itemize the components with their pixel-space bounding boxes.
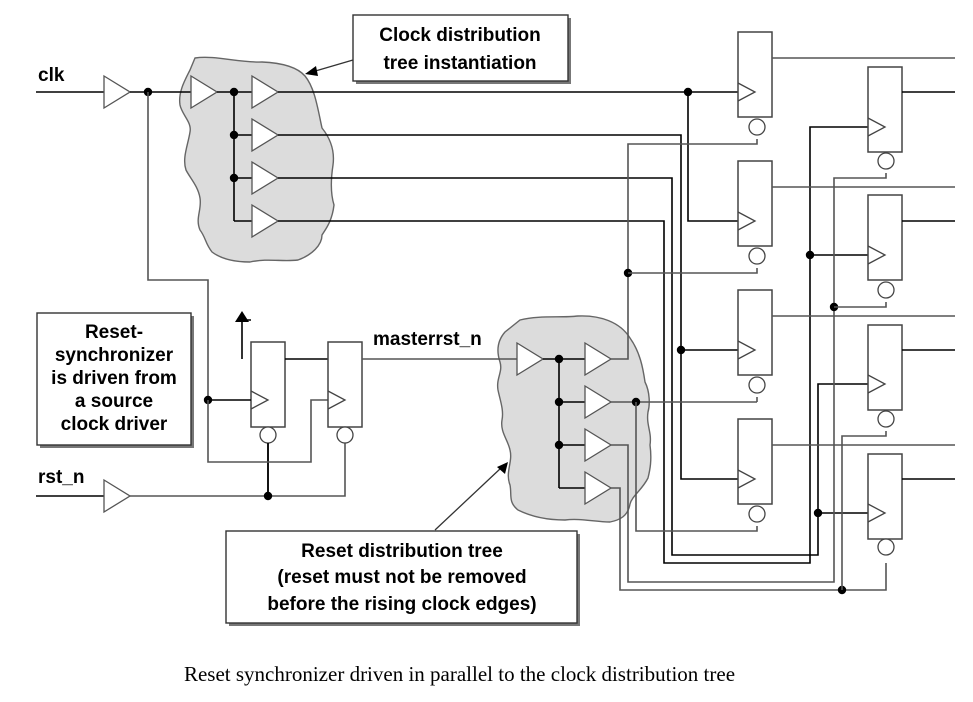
reset-bubble-icon <box>748 505 766 523</box>
reset-bubble-icon <box>336 426 354 444</box>
masterrst-n-label: masterrst_n <box>373 329 482 350</box>
clock-input-icon <box>737 211 757 231</box>
clock-net-2 <box>278 134 738 351</box>
reset-leaf-buffer <box>584 341 613 377</box>
clock-input-icon <box>737 82 757 102</box>
callout-line: Clock distribution <box>379 25 541 46</box>
clock-leaf-buffer <box>251 74 280 110</box>
tie-high-wire <box>241 319 251 359</box>
clk-label: clk <box>38 65 65 86</box>
reset-bubble-icon <box>748 247 766 265</box>
clock-root-buffer <box>190 74 219 110</box>
clock-net-1-branch <box>687 92 738 222</box>
clock-input-icon <box>867 245 887 265</box>
reset-leaf-buffer <box>584 384 613 420</box>
reset-bubble-icon <box>877 538 895 556</box>
clk-to-sync-wire <box>147 92 209 400</box>
rst-n-input-buffer <box>103 478 132 514</box>
callout-line: before the rising clock edges) <box>267 594 536 615</box>
clock-tree-junction <box>229 87 239 97</box>
callout-line: Reset distribution tree <box>301 541 503 562</box>
reset-net-2-branch <box>635 402 758 532</box>
flip-flop <box>737 418 773 505</box>
reset-root-buffer <box>516 341 545 377</box>
clock-tree-cloud <box>178 56 335 263</box>
reset-net-3-branch <box>834 302 887 308</box>
reset-net-1 <box>611 139 758 360</box>
reset-bubble-icon <box>877 281 895 299</box>
reset-bubble-icon <box>748 118 766 136</box>
callout-pointer <box>434 467 502 531</box>
reset-bubble-icon <box>877 410 895 428</box>
flip-flop <box>737 289 773 376</box>
callout-line: a source <box>75 391 153 412</box>
callout-line: synchronizer <box>55 345 174 366</box>
clock-net-2-branch <box>680 350 738 480</box>
tie-high-arrow-icon <box>235 311 249 322</box>
arrow-icon <box>497 462 508 474</box>
flop-column-right <box>867 66 955 556</box>
reset-sync-callout: Reset- synchronizer is driven from a sou… <box>36 312 194 448</box>
sync-flop-2-clk <box>207 399 328 463</box>
rst-n-wire <box>130 442 346 497</box>
clk-input-buffer <box>103 74 132 110</box>
caption-text: Reset synchronizer driven in parallel to… <box>183 662 736 686</box>
clock-input-icon <box>737 340 757 360</box>
reset-net-4 <box>611 487 887 591</box>
clock-net-3 <box>278 177 868 556</box>
clock-input-icon <box>867 117 887 137</box>
sync-flop-2 <box>327 341 363 428</box>
callout-line: (reset must not be removed <box>277 567 526 588</box>
callout-line: is driven from <box>51 368 177 389</box>
reset-net-4-branch <box>841 431 887 590</box>
reset-net-3 <box>611 173 887 583</box>
clock-input-icon <box>327 390 347 410</box>
callout-box <box>225 530 578 624</box>
callout-line: tree instantiation <box>383 53 536 74</box>
figure-caption: Reset synchronizer driven in parallel to… <box>0 662 973 687</box>
reset-bubble-icon <box>877 152 895 170</box>
callout-line: clock driver <box>61 414 168 435</box>
flip-flop <box>867 66 903 153</box>
flip-flop <box>867 453 903 540</box>
clock-net-4 <box>278 126 868 564</box>
sync-flop-1 <box>250 341 286 428</box>
clock-input-icon <box>867 503 887 523</box>
reset-net-1-branch <box>628 268 758 274</box>
reset-bubble-icon <box>259 426 277 444</box>
reset-tree-cloud <box>496 315 652 523</box>
callout-line: Reset- <box>85 322 143 343</box>
clock-input-icon <box>250 390 270 410</box>
clock-leaf-buffer <box>251 117 280 153</box>
clock-input-icon <box>737 469 757 489</box>
callout-pointer <box>311 59 354 73</box>
reset-bubble-icon <box>748 376 766 394</box>
reset-tree-junction <box>554 354 564 364</box>
callout-box <box>36 312 192 446</box>
reset-leaf-buffer <box>584 427 613 463</box>
callout-box <box>352 14 569 82</box>
flip-flop <box>867 194 903 281</box>
clock-tree-callout: Clock distribution tree instantiation <box>305 14 571 84</box>
clock-leaf-buffer <box>251 203 280 239</box>
reset-tree-callout: Reset distribution tree (reset must not … <box>225 462 580 626</box>
rst-n-label: rst_n <box>38 467 84 488</box>
flip-flop <box>737 31 773 118</box>
clock-input-icon <box>867 374 887 394</box>
flip-flop <box>737 160 773 247</box>
flip-flop <box>867 324 903 411</box>
arrow-icon <box>305 66 318 76</box>
clock-leaf-buffer <box>251 160 280 196</box>
reset-leaf-buffer <box>584 470 613 506</box>
flop-column-left <box>737 31 955 523</box>
